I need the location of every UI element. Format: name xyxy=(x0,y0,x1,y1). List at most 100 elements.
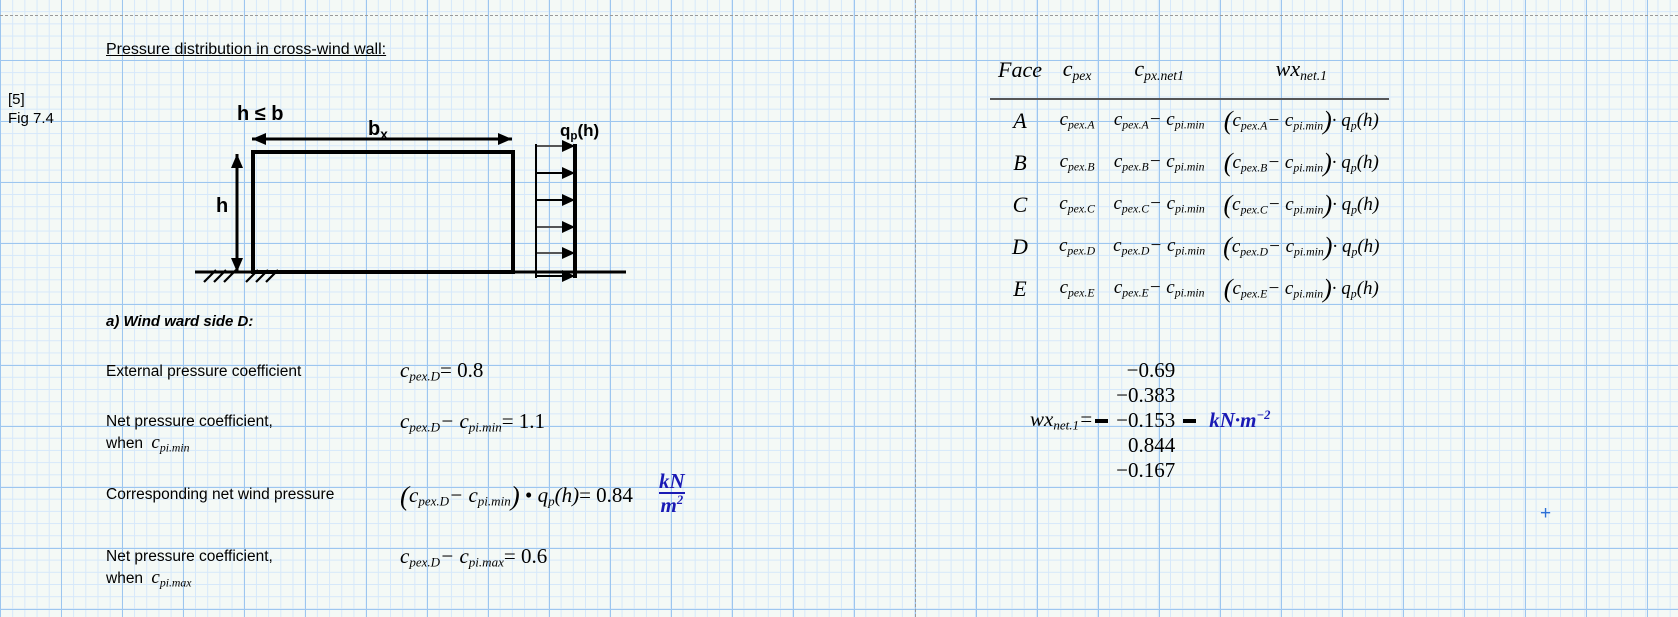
eq1-symbol: c xyxy=(400,358,410,382)
cell-wx: (cpex.C− cpi.min)· qp(h) xyxy=(1223,189,1380,219)
table-header-row: Face cpex cpx.net1 wxnet.1 xyxy=(990,56,1389,100)
matrix-value: 0.844 xyxy=(1128,433,1176,457)
net-pressure-coefficient-max-equation: cpex.D− cpi.max= 0.6 xyxy=(400,544,547,571)
matrix-value: −0.153 xyxy=(1116,408,1176,432)
th-wxnet1: wxnet.1 xyxy=(1214,56,1389,100)
h-label: h xyxy=(216,195,229,217)
net-pressure-coefficient-min-label-line2: when cpi.min xyxy=(106,432,190,458)
eq1-subscript: pex.D xyxy=(409,368,441,384)
cell-face: B xyxy=(1013,149,1027,175)
th-cpxnet1: cpx.net1 xyxy=(1104,56,1215,100)
cell-wx: (cpex.B− cpi.min)· qp(h) xyxy=(1223,147,1379,177)
eq3-sub1: pex.D xyxy=(418,493,450,509)
cell-cpex: cpex.A xyxy=(1059,109,1095,132)
matrix-value: −0.383 xyxy=(1116,383,1176,407)
h-arrow-bottom xyxy=(231,258,243,272)
condition-label: h ≤ b xyxy=(237,103,284,125)
cell-wx: (cpex.A− cpi.min)· qp(h) xyxy=(1223,105,1379,135)
cell-face: D xyxy=(1012,233,1028,259)
qp-label-base: q xyxy=(560,121,571,140)
matrix-name: wxnet.1= xyxy=(1030,407,1093,434)
cell-cpex: cpex.D xyxy=(1058,235,1096,258)
th-cpex: cpex xyxy=(1049,56,1105,100)
cell-net: cpex.B− cpi.min xyxy=(1113,151,1205,174)
eq3-minus: − c xyxy=(449,483,478,507)
net-pressure-coefficient-min-equation: cpex.D− cpi.min= 1.1 xyxy=(400,409,545,436)
cpimin-inline-symbol: cpi.min xyxy=(151,432,190,455)
eq3-qp-sub: p xyxy=(548,493,555,509)
when-word-1: when xyxy=(106,435,144,452)
qp-label-tail: (h) xyxy=(577,121,600,140)
qp-label: qp(h) xyxy=(560,121,599,142)
eq3-dot: • xyxy=(519,483,538,507)
external-pressure-coefficient-label: External pressure coefficient xyxy=(106,363,302,380)
page-title: Pressure distribution in cross-wind wall… xyxy=(106,41,387,58)
matrix-value: −0.69 xyxy=(1126,358,1176,382)
unit-numerator: kN xyxy=(659,469,685,493)
unit-den-base: m xyxy=(660,493,677,518)
cpimax-inline-symbol: cpi.max xyxy=(151,567,192,590)
cell-cpex: cpex.C xyxy=(1059,193,1095,216)
th-cpex-sub: pex xyxy=(1072,67,1092,83)
eq2-subscript: pex.D xyxy=(409,419,441,435)
wall-rectangle xyxy=(251,150,515,274)
eq3-c1: c xyxy=(409,483,419,507)
bx-arrow-left xyxy=(252,133,266,145)
matrix-bracket-right xyxy=(1183,418,1197,423)
kn-per-m2-unit: kN m2 xyxy=(659,470,685,516)
net-pressure-coefficient-min-label: Net pressure coefficient, xyxy=(106,413,273,430)
unit-den-exp: 2 xyxy=(676,493,684,508)
eq3-sub2: pi.min xyxy=(477,493,511,509)
eq4-subscript2: pi.max xyxy=(468,554,504,570)
eq2-value: = 1.1 xyxy=(501,409,546,433)
corresponding-net-wind-pressure-equation: (cpex.D− cpi.min) • qp(h)= 0.84 xyxy=(400,481,633,512)
eq3-qp: q xyxy=(537,483,549,507)
th-face: Face xyxy=(990,56,1050,100)
cell-net: cpex.D− cpi.min xyxy=(1113,235,1206,258)
unit-denominator: m2 xyxy=(659,493,685,518)
cell-cpex: cpex.E xyxy=(1059,277,1095,300)
cpimin-inline-sub: pi.min xyxy=(159,441,190,455)
reference-tag-line1: [5] xyxy=(8,91,25,108)
cell-net: cpex.A− cpi.min xyxy=(1113,109,1205,132)
th-cpex-base: c xyxy=(1062,56,1073,81)
h-arrow-top xyxy=(231,154,243,168)
section-a-title: a) Wind ward side D: xyxy=(106,313,254,330)
th-face-text: Face xyxy=(998,56,1042,82)
ground-hatching xyxy=(203,269,279,283)
eq4-operator: − c xyxy=(440,544,469,568)
table-header: Face cpex cpx.net1 wxnet.1 xyxy=(990,56,1389,100)
cell-face: E xyxy=(1013,275,1027,301)
pressure-arrows xyxy=(536,140,575,282)
bx-arrow-right xyxy=(498,133,512,145)
external-pressure-coefficient-equation: cpex.D= 0.8 xyxy=(400,358,483,385)
net-pressure-coefficient-max-label-line2: when cpi.max xyxy=(106,567,192,593)
matrix-name-sub: net.1 xyxy=(1053,417,1079,433)
cell-cpex: cpex.B xyxy=(1059,151,1095,174)
cell-net: cpex.E− cpi.min xyxy=(1113,277,1205,300)
paren-open: ( xyxy=(400,481,409,511)
cursor-crosshair-marker[interactable]: + xyxy=(1540,503,1552,524)
matrix-equals: = xyxy=(1079,407,1094,432)
eq1-value: = 0.8 xyxy=(440,358,484,382)
eq4-symbol: c xyxy=(400,544,410,568)
eq2-symbol: c xyxy=(400,409,410,433)
bracket-right-bar xyxy=(1183,418,1197,423)
cell-wx: (cpex.E− cpi.min)· qp(h) xyxy=(1223,273,1379,303)
eq2-operator: − c xyxy=(440,409,469,433)
cpimax-inline-sub: pi.max xyxy=(159,576,192,590)
unit-fraction-bar xyxy=(659,492,685,495)
th-wxnet1-sub: net.1 xyxy=(1300,67,1327,83)
paren-close: ) xyxy=(510,481,520,511)
bracket-left-bar xyxy=(1095,418,1109,423)
bx-label: bx xyxy=(368,118,388,142)
matrix-unit-base: kN·m xyxy=(1209,408,1257,432)
